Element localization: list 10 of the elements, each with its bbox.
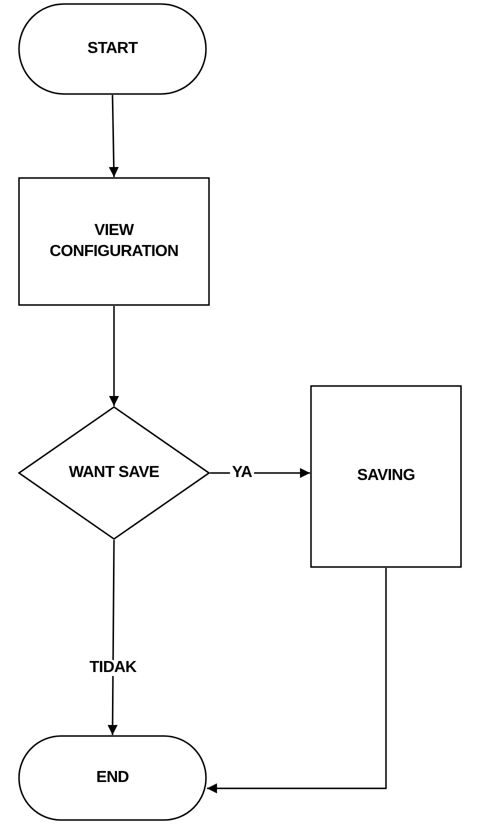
node-label: WANT SAVE [68,462,160,483]
arrow [108,94,119,178]
node-label: SAVING [357,466,415,486]
node-label: VIEW CONFIGURATION [48,220,180,262]
arrow [207,568,387,794]
edge-label: TIDAK [88,660,138,676]
arrow [108,540,118,735]
node-label: END [96,768,129,788]
arrow [109,306,119,406]
node-label: START [87,38,138,59]
